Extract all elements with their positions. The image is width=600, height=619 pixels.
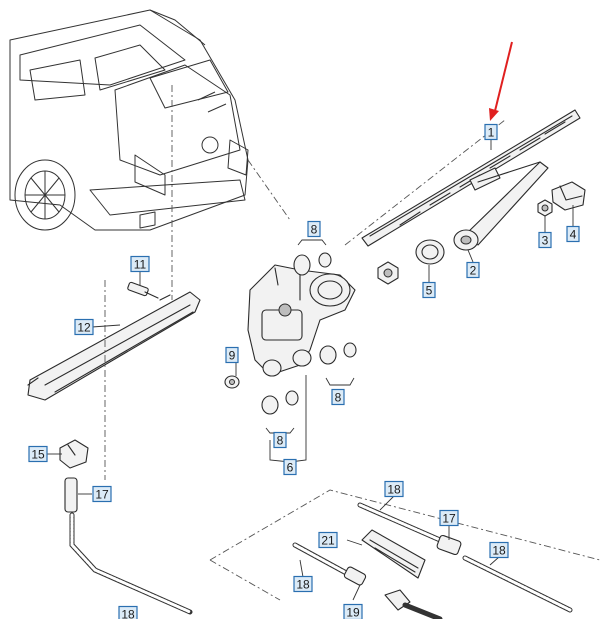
callout-number: 17	[442, 512, 456, 526]
vehicle-illustration	[9, 9, 249, 231]
callout-number: 15	[31, 448, 45, 462]
hose-connector	[59, 439, 89, 469]
callout-box	[489, 541, 509, 559]
callout-c19: 19	[343, 603, 363, 619]
callout-c18c: 18	[293, 575, 313, 593]
high-level-brake-light	[27, 291, 201, 401]
rubber-mount-right	[319, 342, 357, 386]
callout-c8c: 8	[273, 431, 287, 449]
callout-c11: 11	[130, 255, 150, 273]
callout-number: 8	[311, 223, 318, 237]
callout-box	[74, 318, 94, 336]
callout-box	[28, 445, 48, 463]
callout-number: 3	[542, 234, 549, 248]
callout-box	[130, 255, 150, 273]
callout-c3: 3	[538, 231, 552, 249]
callout-number: 17	[95, 488, 109, 502]
callout-number: 6	[287, 461, 294, 475]
callout-c6: 6	[283, 458, 297, 476]
callout-c8a: 8	[307, 220, 321, 238]
callout-box	[318, 531, 338, 549]
callout-box	[566, 225, 580, 243]
callout-number: 19	[346, 606, 360, 619]
callout-c12: 12	[74, 318, 94, 336]
callout-number: 8	[335, 391, 342, 405]
callout-c17a: 17	[92, 485, 112, 503]
callout-c18b: 18	[489, 541, 509, 559]
cover-cap	[551, 181, 586, 211]
grommet	[415, 239, 445, 265]
callout-box	[331, 388, 345, 406]
callout-box	[225, 346, 239, 364]
callout-number: 12	[77, 321, 91, 335]
callout-c1: 1	[484, 123, 498, 141]
callout-c8b: 8	[331, 388, 345, 406]
spray-nozzle	[127, 281, 159, 299]
rubber-mount-upper	[293, 239, 332, 276]
callout-box	[273, 431, 287, 449]
callout-c9: 9	[225, 346, 239, 364]
callout-box	[283, 458, 297, 476]
callout-number: 18	[296, 578, 310, 592]
callout-number: 2	[470, 264, 477, 278]
callout-box	[92, 485, 112, 503]
callout-c15: 15	[28, 445, 48, 463]
callout-box	[484, 123, 498, 141]
wiper-arm	[453, 161, 549, 251]
callout-box	[293, 575, 313, 593]
callout-c18a: 18	[384, 480, 404, 498]
callout-c17b: 17	[439, 509, 459, 527]
callout-number: 11	[134, 258, 147, 272]
callout-box	[343, 603, 363, 619]
callout-box	[118, 605, 138, 619]
washer-hose-left	[292, 542, 443, 619]
callout-box	[307, 220, 321, 238]
callout-box	[538, 231, 552, 249]
hose-section	[64, 477, 193, 615]
callout-c18d: 18	[118, 605, 138, 619]
washer-hose-right	[357, 502, 573, 613]
callout-number: 1	[488, 126, 495, 140]
wiper-motor	[247, 264, 356, 377]
wiper-blade	[361, 109, 581, 247]
callout-c4: 4	[566, 225, 580, 243]
callout-box	[466, 261, 480, 279]
callout-box	[384, 480, 404, 498]
callout-box	[439, 509, 459, 527]
callout-c2: 2	[466, 261, 480, 279]
nut-part	[537, 199, 553, 217]
callout-c5: 5	[422, 281, 436, 299]
callout-number: 8	[277, 434, 284, 448]
callout-number: 18	[121, 608, 135, 619]
highlight-arrow	[489, 41, 513, 121]
callout-number: 4	[570, 228, 577, 242]
callout-number: 21	[321, 534, 335, 548]
callout-number: 18	[492, 544, 506, 558]
callout-box	[422, 281, 436, 299]
rubber-mount-lower	[261, 390, 299, 434]
callout-number: 18	[387, 483, 401, 497]
hose-sleeve	[361, 529, 426, 579]
callout-c21: 21	[318, 531, 338, 549]
bolt	[224, 375, 240, 389]
washer	[377, 261, 399, 285]
callout-number: 9	[229, 349, 236, 363]
callout-number: 5	[426, 284, 433, 298]
